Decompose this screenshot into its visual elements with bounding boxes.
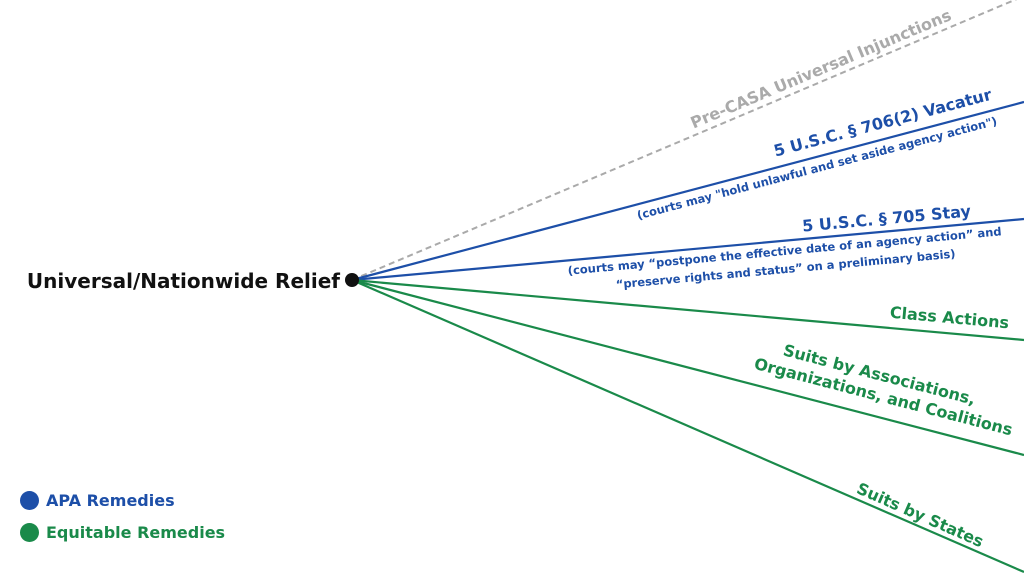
vacatur-line: [351, 100, 1024, 282]
apa-dot-icon: [20, 490, 39, 510]
states-line: [351, 278, 1024, 574]
stay-line: [351, 217, 1024, 282]
states-label: Suits by States: [854, 479, 987, 551]
legend-label-apa: APA Remedies: [46, 490, 175, 510]
legend-label-equitable: Equitable Remedies: [46, 522, 226, 542]
class-actions-label: Class Actions: [889, 303, 1010, 333]
associations-line: [351, 278, 1024, 457]
class-actions-line: [351, 278, 1024, 342]
root-node: [345, 273, 359, 287]
root-label: Universal/Nationwide Relief: [27, 269, 340, 293]
legend-item-apa: APA Remedies: [20, 484, 225, 516]
pre-casa-line: [351, 0, 1018, 281]
legend-item-equitable: Equitable Remedies: [20, 516, 225, 548]
equitable-dot-icon: [20, 522, 39, 542]
legend: APA Remedies Equitable Remedies: [20, 484, 225, 548]
